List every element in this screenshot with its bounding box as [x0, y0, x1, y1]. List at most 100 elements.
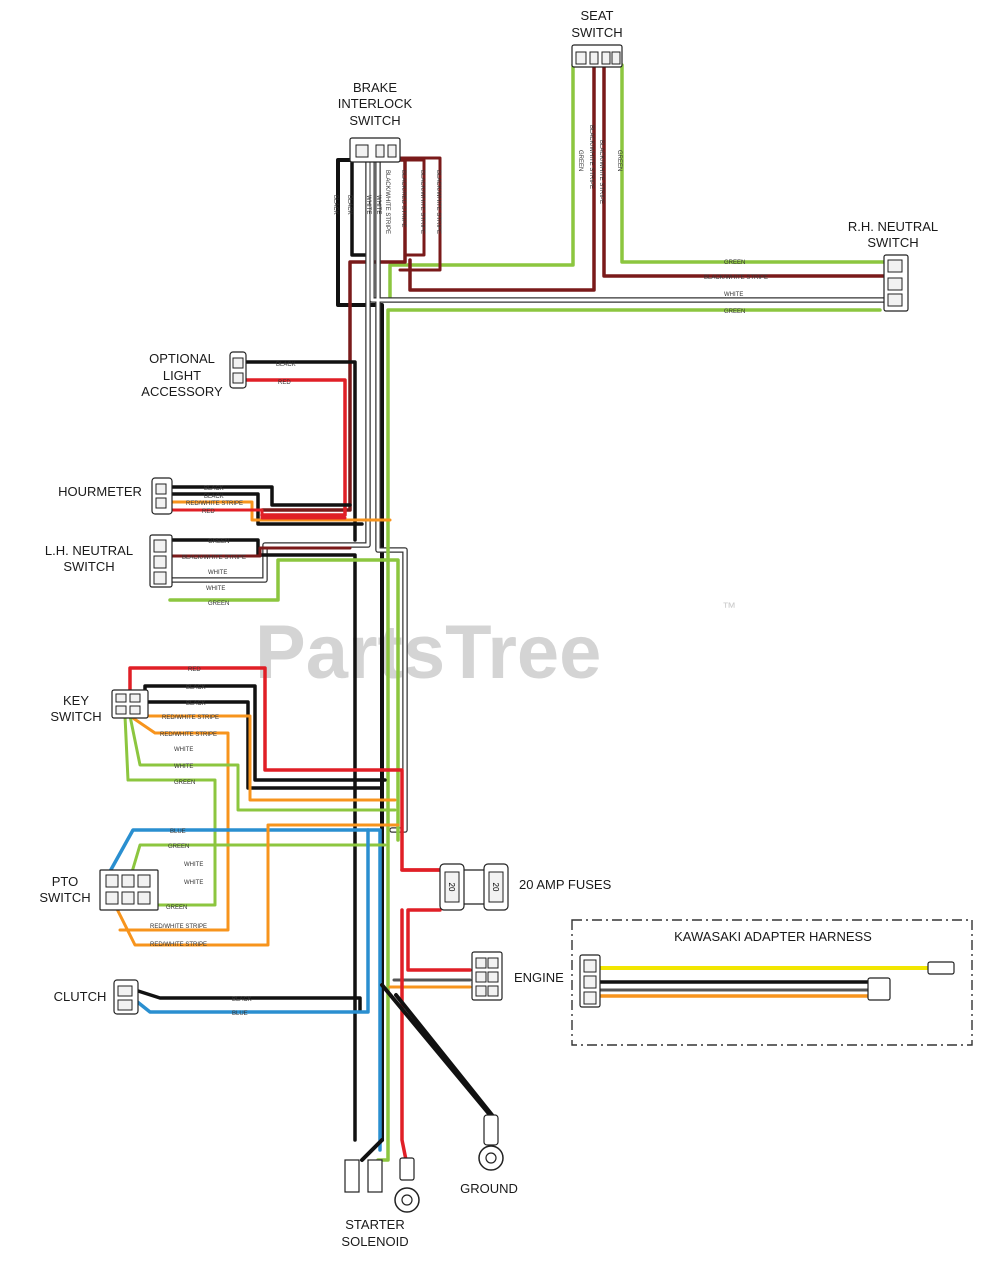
fuse-2[interactable]: 20 — [483, 863, 509, 911]
wire-label-black-hm-1: BLACK — [204, 486, 224, 492]
lh-neutral-connector[interactable] — [149, 534, 173, 588]
rh-neutral-label-2: SWITCH — [867, 235, 918, 250]
brake-interlock-label-3: SWITCH — [349, 113, 400, 128]
starter-solenoid-terminals[interactable] — [344, 1157, 420, 1213]
wire-label-bw-seat-2: BLACK/WHITE STRIPE — [598, 140, 604, 204]
wire-blue-clutch — [133, 828, 370, 1014]
wire-green-seat-rh — [612, 63, 887, 264]
brake-interlock-label-1: BRAKE — [353, 80, 397, 95]
wire-black-key-2 — [143, 700, 382, 790]
clutch-connector[interactable] — [113, 979, 139, 1015]
wire-label-green-seat-2: GREEN — [616, 150, 622, 171]
wire-green-seat — [388, 63, 580, 302]
kawasaki-end-yellow[interactable] — [927, 961, 955, 975]
wire-label-white-rh: WHITE — [724, 292, 743, 298]
engine-connector[interactable] — [471, 951, 503, 1001]
key-switch-connector[interactable] — [111, 689, 149, 719]
starter-solenoid-label-1: STARTER — [345, 1217, 404, 1232]
wire-labels: BLACK RED BLACK BLACK RED/WHITE STRIPE R… — [150, 125, 768, 1017]
wire-label-bw-seat-1: BLACK/WHITE STRIPE — [588, 125, 594, 189]
wire-blackred-seat — [408, 63, 596, 292]
wire-red-fuse-engine — [406, 908, 472, 972]
wire-blackwhite-lh — [168, 546, 352, 558]
wire-green-pto — [130, 843, 387, 874]
wire-green-key-pto — [123, 714, 217, 907]
pto-switch-connector[interactable] — [99, 869, 159, 911]
wire-label-bw-brake-1: BLACK/WHITE STRIPE — [384, 170, 390, 234]
wire-blue-pto — [106, 828, 382, 1152]
wire-label-green-key: GREEN — [174, 780, 195, 786]
lh-neutral-label-1: L.H. NEUTRAL — [45, 543, 133, 558]
wire-black-key-1 — [143, 684, 387, 782]
wire-red-light — [243, 378, 347, 517]
key-switch-label-1: KEY — [63, 693, 89, 708]
watermark: PartsTree ™ — [255, 599, 736, 695]
wire-green-trunk — [376, 308, 882, 1162]
fuse-1[interactable]: 20 — [439, 863, 465, 911]
wire-label-green-lh: GREEN — [208, 539, 229, 545]
kawasaki-adapter-box — [571, 919, 973, 1046]
wire-black-ground-2 — [394, 993, 494, 1117]
wire-label-rw-key-1: RED/WHITE STRIPE — [162, 715, 219, 721]
brake-interlock-connector[interactable] — [349, 137, 401, 163]
wire-black-brake-trunk — [336, 158, 384, 1142]
wire-blackred-seat-rh — [602, 63, 887, 278]
wire-green-lh — [168, 558, 400, 842]
wire-label-black-key-1: BLACK — [186, 685, 206, 691]
wire-label-blue-clutch: BLUE — [232, 1011, 248, 1017]
hourmeter-label: HOURMETER — [58, 484, 142, 499]
wire-label-green-rh-1: GREEN — [724, 260, 745, 266]
wire-red-hourmeter — [168, 508, 347, 520]
wire-label-redwhite-hm: RED/WHITE STRIPE — [186, 501, 243, 507]
rh-neutral-label-1: R.H. NEUTRAL — [848, 219, 938, 234]
engine-label: ENGINE — [514, 970, 564, 985]
pto-switch-label-2: SWITCH — [39, 890, 90, 905]
wire-label-white-brake-1: WHITE — [365, 195, 371, 214]
wire-label-green-seat: GREEN — [577, 150, 583, 171]
wire-label-black-clutch: BLACK — [232, 997, 252, 1003]
wire-label-rw-pto-1: RED/WHITE STRIPE — [150, 924, 207, 930]
wire-label-white-pto-1: WHITE — [184, 862, 203, 868]
wire-red-solenoid — [400, 908, 408, 1162]
kawasaki-label: KAWASAKI ADAPTER HARNESS — [674, 929, 872, 944]
wire-label-bw-brake-3: BLACK/WHITE STRIPE — [435, 170, 441, 234]
wire-label-red-light: RED — [278, 380, 291, 386]
wire-redwhite-pto — [113, 823, 400, 947]
key-switch-label-2: SWITCH — [50, 709, 101, 724]
wire-label-white-brake-2: WHITE — [375, 195, 381, 214]
fuse-2-value: 20 — [491, 883, 500, 892]
wire-label-green-pto-2: GREEN — [166, 905, 187, 911]
wire-black-clutch — [133, 988, 362, 1012]
optional-light-label-2: LIGHT — [163, 368, 201, 383]
wire-blackwhite-brake-1 — [394, 158, 426, 257]
wire-label-rw-pto-2: RED/WHITE STRIPE — [150, 942, 207, 948]
rh-neutral-connector[interactable] — [883, 254, 909, 312]
optional-light-label-3: ACCESSORY — [141, 384, 223, 399]
fuses-label: 20 AMP FUSES — [519, 877, 612, 892]
optional-light-connector[interactable] — [229, 351, 247, 389]
pto-switch-label-1: PTO — [52, 874, 79, 889]
wire-label-black-brake-2: BLACK — [346, 195, 352, 215]
fuse-link — [464, 869, 484, 905]
brake-interlock-label-2: INTERLOCK — [338, 96, 413, 111]
wire-label-white-key-2: WHITE — [174, 764, 193, 770]
wire-label-black-key-2: BLACK — [186, 701, 206, 707]
kawasaki-connector[interactable] — [579, 954, 601, 1008]
seat-switch-label-1: SEAT — [581, 8, 614, 23]
seat-switch-connector[interactable] — [571, 44, 623, 68]
wire-black-light — [243, 360, 357, 542]
wire-label-rw-key-2: RED/WHITE STRIPE — [160, 732, 217, 738]
starter-solenoid-label-2: SOLENOID — [341, 1234, 408, 1249]
optional-light-label-1: OPTIONAL — [149, 351, 215, 366]
ground-terminal[interactable] — [478, 1114, 504, 1171]
kawasaki-end-double[interactable] — [867, 977, 891, 1001]
wire-blackwhite-brake-2 — [398, 156, 442, 272]
wire-label-green-rh-2: GREEN — [724, 309, 745, 315]
clutch-label: CLUTCH — [54, 989, 107, 1004]
wire-label-green-pto: GREEN — [168, 844, 189, 850]
wire-redwhite-key — [143, 714, 397, 802]
wire-label-br-brake: BLACK/RED STRIPE — [400, 170, 406, 227]
hourmeter-connector[interactable] — [151, 477, 173, 515]
wire-label-white-lh-2: WHITE — [206, 586, 225, 592]
